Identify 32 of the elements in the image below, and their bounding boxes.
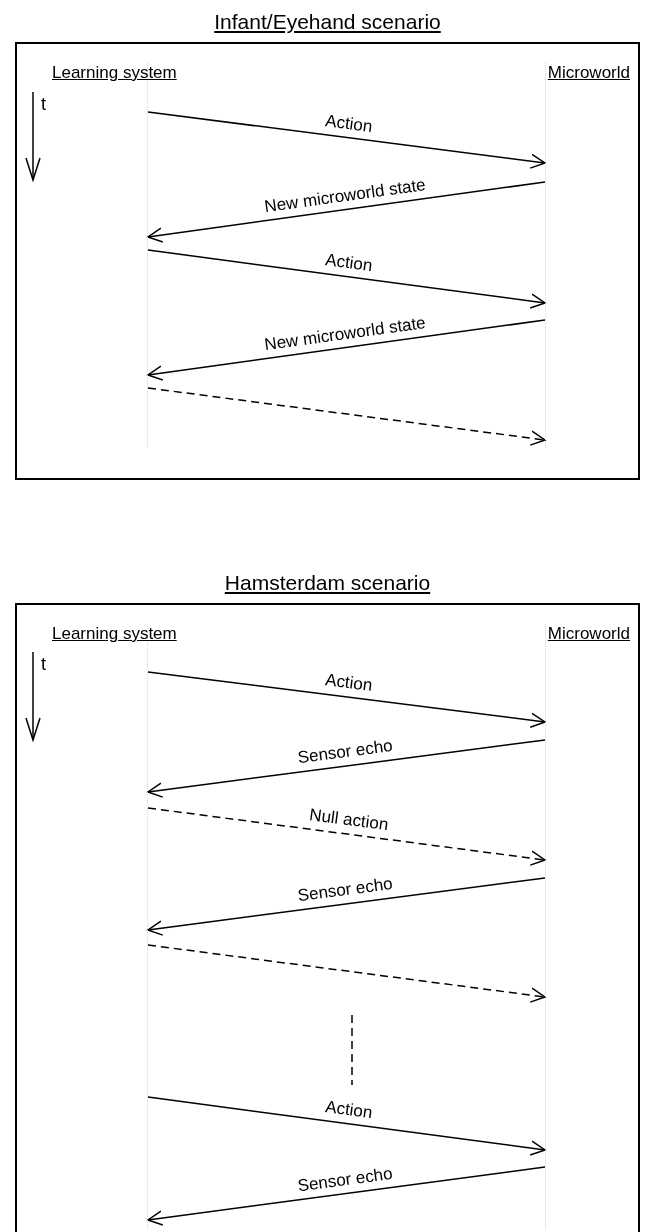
arrow: [147, 1166, 546, 1226]
arrow: [147, 319, 546, 381]
arrow: [147, 1096, 546, 1156]
edge-label: Action: [323, 1096, 374, 1123]
edge-label: Sensor echo: [296, 1163, 394, 1196]
arrow: [147, 877, 546, 936]
panel-heading: Infant/Eyehand scenario: [214, 10, 441, 34]
lifeline: [545, 624, 630, 1229]
edge-label: Action: [323, 110, 373, 137]
time-label: t: [41, 94, 46, 115]
edge-label: Sensor echo: [296, 736, 394, 769]
arrow: [147, 181, 546, 243]
lifeline-label: Learning system: [52, 63, 177, 83]
edge-label: Action: [323, 670, 373, 696]
edge-label: Action: [323, 249, 374, 276]
edge-label: New microworld state: [262, 174, 427, 217]
lifeline-label: Microworld: [547, 624, 630, 644]
arrow: [147, 739, 546, 798]
panel-heading: Hamsterdam scenario: [224, 571, 431, 595]
time-label: t: [41, 654, 46, 675]
lifeline: [545, 63, 630, 448]
lifeline-label: Learning system: [52, 624, 177, 644]
arrow: [147, 249, 546, 309]
edge-label: Null action: [307, 805, 389, 836]
arrow: [147, 944, 546, 1003]
edge-label: New microworld state: [262, 312, 427, 355]
arrow: [147, 387, 546, 446]
edge-label: Sensor echo: [296, 874, 394, 907]
arrow: [147, 671, 546, 728]
arrow: [147, 807, 546, 866]
arrow: [147, 111, 546, 169]
lifeline-label: Microworld: [547, 63, 630, 83]
